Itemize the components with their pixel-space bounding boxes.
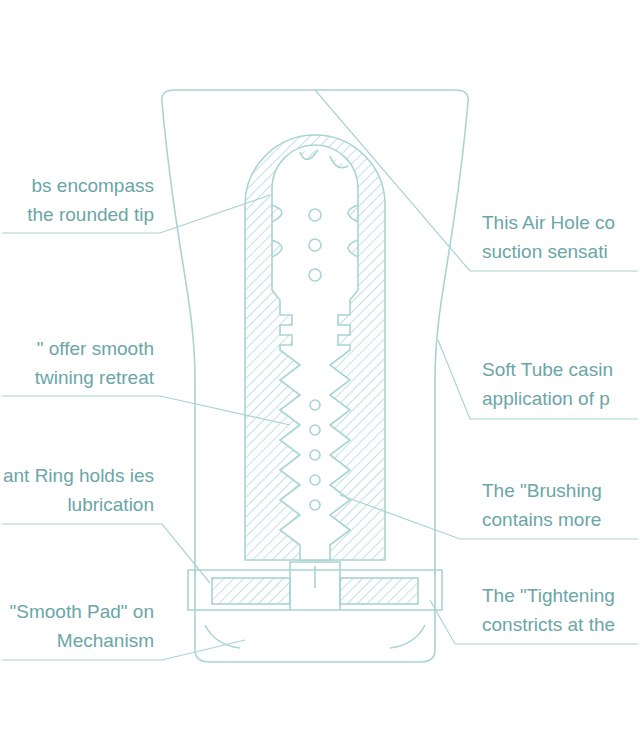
soft-tube-casing: [162, 90, 468, 575]
callout-label: This Air Hole co suction sensati: [482, 208, 638, 266]
callout-text: ant Ring holds ies lubrication: [3, 465, 154, 515]
callout-label: " offer smooth twining retreat: [2, 334, 154, 392]
callout-label: ant Ring holds ies lubrication: [2, 461, 154, 519]
callout-text: The "Tightening constricts at the: [482, 585, 615, 635]
callout-text: " offer smooth twining retreat: [35, 338, 154, 388]
callout-text: bs encompass the rounded tip: [27, 175, 154, 225]
smooth-pad: [340, 578, 418, 604]
callout-text: "Smooth Pad" on Mechanism: [10, 601, 154, 651]
tip-nubs: [272, 150, 358, 257]
bottom-ring: [205, 625, 425, 648]
callout-text: The "Brushing contains more: [482, 480, 602, 530]
callout-text: This Air Hole co suction sensati: [482, 212, 615, 262]
callout-label: The "Tightening constricts at the: [482, 581, 638, 639]
callout-label: Soft Tube casin application of p: [482, 355, 638, 413]
center-plug: [290, 562, 340, 610]
smooth-pad: [212, 578, 290, 604]
callout-label: bs encompass the rounded tip: [2, 171, 154, 229]
inner-channel: [272, 145, 358, 560]
callout-label: The "Brushing contains more: [482, 476, 638, 534]
callout-label: "Smooth Pad" on Mechanism: [2, 597, 154, 655]
leader-lines: [2, 90, 638, 660]
inner-sleeve: [245, 135, 385, 560]
callout-text: Soft Tube casin application of p: [482, 359, 613, 409]
air-holes: [309, 209, 321, 510]
